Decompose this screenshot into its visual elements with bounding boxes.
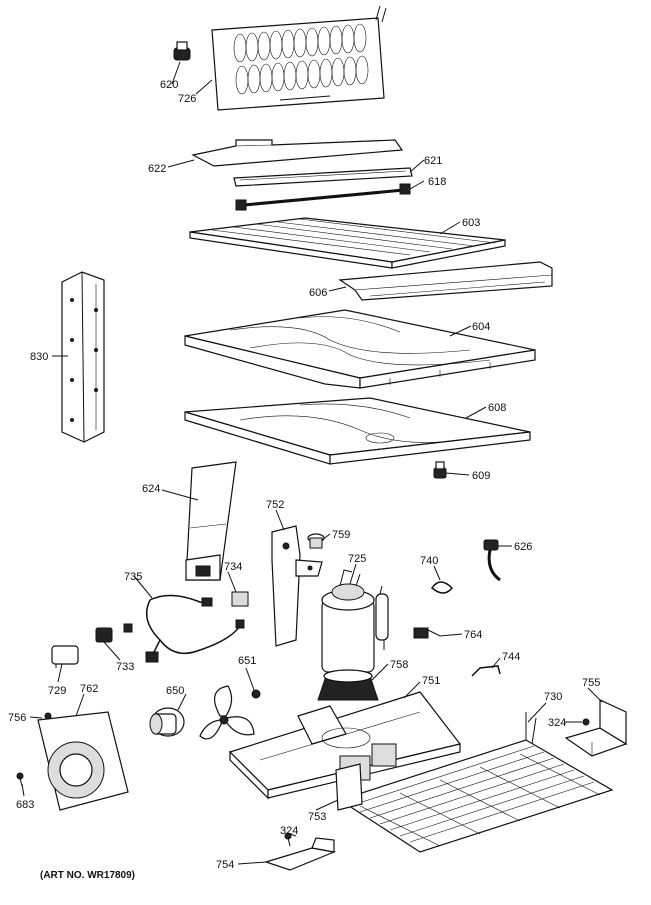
callout-651: 651 <box>238 655 256 667</box>
callout-830: 830 <box>30 351 48 363</box>
callout-604: 604 <box>472 321 490 333</box>
art-number: (ART NO. WR17809) <box>40 870 136 881</box>
part-freezer-shelf <box>189 217 506 269</box>
part-relay-bracket <box>271 525 323 647</box>
part-bracket-753 <box>335 763 363 811</box>
part-fan-motor <box>149 707 185 737</box>
callout-735: 735 <box>124 571 142 583</box>
part-heater-cover <box>191 139 404 167</box>
callout-752: 752 <box>266 499 284 511</box>
callout-618: 618 <box>428 176 446 188</box>
callout-733: 733 <box>116 661 134 673</box>
part-damper-control <box>433 461 447 479</box>
part-fan-shroud <box>37 711 129 811</box>
callout-725: 725 <box>348 553 366 565</box>
callout-730: 730 <box>544 691 562 703</box>
part-grommet <box>307 533 325 549</box>
part-duct-panel <box>185 461 237 581</box>
part-drain-pan <box>264 837 337 871</box>
part-divider-bottom <box>184 397 531 465</box>
part-clip-764 <box>413 627 441 639</box>
part-overload-733 <box>95 627 113 643</box>
callout-762: 762 <box>80 683 98 695</box>
callout-754: 754 <box>216 859 234 871</box>
callout-758: 758 <box>390 659 408 671</box>
part-drain-plug <box>173 41 191 61</box>
callout-751: 751 <box>422 675 440 687</box>
part-clip-740 <box>431 581 454 594</box>
callout-729: 729 <box>48 685 66 697</box>
part-air-duct <box>338 261 553 301</box>
part-mullion-strip <box>61 271 105 443</box>
callout-683: 683 <box>16 799 34 811</box>
part-wiring-harness <box>123 594 245 663</box>
part-screw-324-bottom <box>284 832 292 847</box>
part-divider-top <box>184 309 536 389</box>
callout-759: 759 <box>332 529 350 541</box>
leader-lines <box>21 61 603 865</box>
callout-734: 734 <box>224 561 242 573</box>
callout-603: 603 <box>462 217 480 229</box>
callout-726: 726 <box>178 93 196 105</box>
part-capacitor <box>51 645 79 668</box>
callout-764: 764 <box>464 629 482 641</box>
part-defrost-heater <box>235 183 411 211</box>
part-screw-324-top <box>582 718 590 726</box>
callout-608: 608 <box>488 402 506 414</box>
part-compressor <box>321 569 389 673</box>
callout-756: 756 <box>8 712 26 724</box>
part-condenser <box>338 712 614 853</box>
callout-621: 621 <box>424 155 442 167</box>
part-relay-734 <box>231 591 249 607</box>
callout-626: 626 <box>514 541 532 553</box>
callout-606: 606 <box>309 287 327 299</box>
part-bracket-744 <box>471 665 501 677</box>
part-nut-651 <box>251 689 261 699</box>
callout-609: 609 <box>472 470 490 482</box>
part-heater-trough <box>233 167 413 187</box>
part-evaporator-coil <box>211 5 387 111</box>
callout-620: 620 <box>160 79 178 91</box>
part-compressor-base <box>228 691 462 800</box>
callout-753: 753 <box>308 811 326 823</box>
callout-622: 622 <box>148 163 166 175</box>
part-fan-blade <box>199 685 255 740</box>
part-compressor-mounting <box>317 669 379 701</box>
callout-755: 755 <box>582 677 600 689</box>
callout-624: 624 <box>142 483 160 495</box>
callout-744: 744 <box>502 651 520 663</box>
callout-labels: 620 726 622 621 618 603 606 604 830 608 … <box>8 79 600 871</box>
part-drain-tube <box>483 539 501 582</box>
part-condenser-bracket <box>564 699 628 757</box>
callout-324-top: 324 <box>548 717 566 729</box>
callout-324-bottom: 324 <box>280 825 298 837</box>
callout-740: 740 <box>420 555 438 567</box>
callout-650: 650 <box>166 685 184 697</box>
